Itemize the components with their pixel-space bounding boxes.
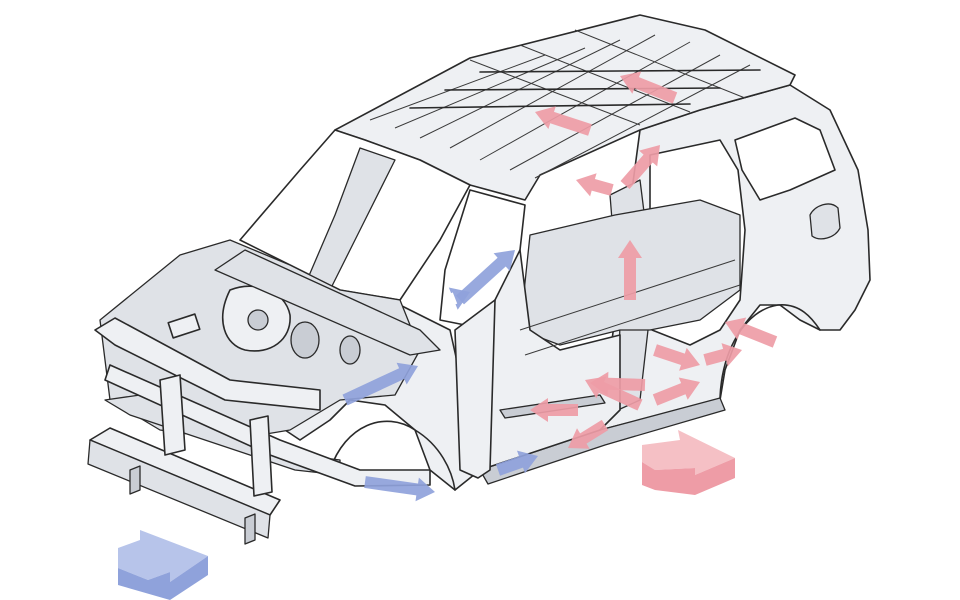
side-load-path-arrow: [703, 343, 742, 367]
side-impact-arrow-top: [642, 430, 735, 475]
front-impact-arrow-side: [118, 556, 208, 600]
bumper-bracket: [129, 465, 141, 495]
front-load-path-arrow: [456, 250, 515, 305]
front-impact-arrow: [118, 530, 208, 600]
fuel-lid: [809, 203, 841, 240]
side-impact-arrow-side: [642, 458, 735, 495]
rear-wheel-arch: [719, 304, 821, 399]
front-load-path-arrows: [342, 250, 538, 502]
front-vertical-member: [249, 415, 273, 497]
side-load-path-arrow: [535, 106, 592, 136]
dash-panel-hole: [339, 335, 361, 365]
side-load-path-arrow: [653, 344, 700, 371]
front-load-path-arrow: [496, 450, 538, 476]
side-load-path-arrow: [618, 240, 642, 300]
floor-crossmember: [524, 284, 741, 356]
front-bumper-reinforcement-face: [87, 439, 271, 539]
front-impact-arrow-top: [118, 530, 208, 582]
side-load-path-arrow: [585, 376, 643, 411]
dash-panel-hole: [290, 321, 320, 359]
radiator-support: [94, 317, 321, 411]
front-load-path-arrow: [448, 287, 470, 310]
side-impact-arrow: [642, 430, 735, 495]
side-load-path-arrow: [652, 377, 700, 406]
front-pillar-lower: [454, 299, 496, 479]
side-load-path-arrow: [576, 173, 614, 197]
side-load-path-arrow: [568, 419, 609, 449]
side-load-path-arrow: [620, 71, 678, 104]
roof-crossbows: [369, 29, 761, 179]
strut-mount-hole: [247, 309, 269, 331]
dash-panel-bracket: [167, 313, 201, 339]
bumper-bracket: [244, 513, 256, 545]
front-load-path-arrow: [342, 362, 418, 406]
rear-quarter-window: [734, 117, 836, 201]
side-load-path-arrow: [530, 398, 578, 422]
front-wheel-arch: [329, 420, 456, 491]
side-load-path-arrow: [725, 317, 778, 348]
side-load-path-arrows: [530, 71, 778, 449]
front-load-path-arrow: [364, 476, 435, 502]
front-side-member: [104, 364, 431, 487]
front-vertical-member: [159, 374, 186, 456]
side-load-path-arrow: [620, 145, 660, 189]
cowl-top: [214, 249, 441, 356]
car-body-in-white: [87, 14, 871, 545]
